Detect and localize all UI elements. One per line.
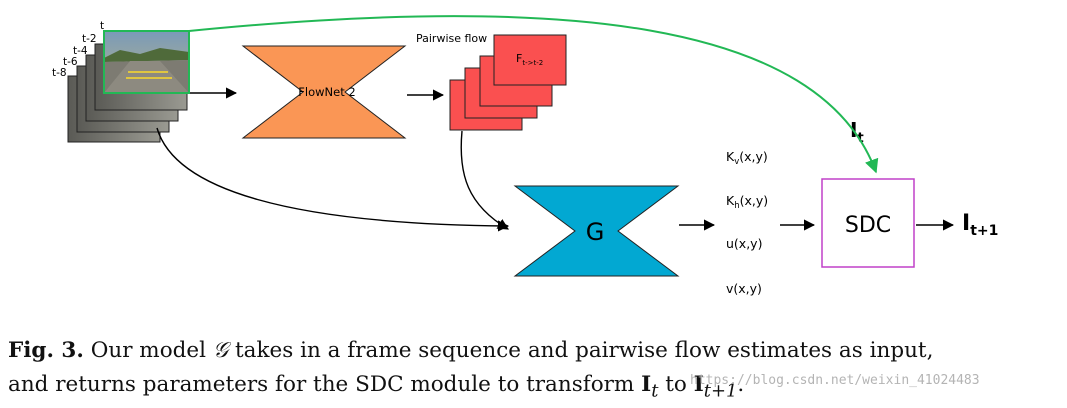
caption-fig-label: Fig. 3. [8,338,84,363]
generator-label: G [586,218,605,246]
frame-label-t-6: t-6 [63,56,78,68]
frame-label-t-8: t-8 [52,67,67,79]
param-v: v(x,y) [726,281,762,296]
figure-caption: Fig. 3. Our model 𝒢 takes in a frame seq… [8,334,1063,408]
pairwise-flow-stack: Pairwise flow Ft->t-2 [416,32,567,131]
caption-text-to: to [658,372,694,397]
arrow-frame-to-sdc-green [188,15,879,174]
caption-sym-it1-sub: t+1 [703,380,738,402]
caption-sym-it-sub: t [651,380,659,402]
frame-label-t-4: t-4 [73,45,88,57]
caption-sym-it1: I [693,372,704,397]
param-kh: Kh(x,y) [726,193,768,211]
flow-map-1 [493,34,567,86]
sdc-box [821,178,915,268]
caption-model-symbol: 𝒢 [212,338,229,363]
flow-map-label: Ft->t-2 [516,52,543,67]
param-kv: Kv(x,y) [726,149,768,167]
frame-stack: t t-2 t-4 t-6 t-8 [52,20,190,143]
caption-text-3: and returns parameters for the SDC modul… [8,372,642,397]
arrows [156,15,955,232]
output-frame-label: It+1 [962,211,998,239]
model-diagram: t t-2 t-4 t-6 t-8 FlowNet 2 Pairwise flo… [52,15,998,296]
flownet-block: FlowNet 2 [241,45,407,139]
arrow-frames-to-g [156,127,510,232]
sdc-parameters: Kv(x,y) Kh(x,y) u(x,y) v(x,y) [726,149,768,296]
param-u: u(x,y) [726,236,762,251]
caption-line-1: Fig. 3. Our model 𝒢 takes in a frame seq… [8,334,1063,368]
generator-shape [513,185,680,277]
arrow-flow-to-g [460,130,509,230]
frame-t [103,30,190,94]
caption-end: . [737,372,745,397]
caption-sym-it: I [641,372,652,397]
generator-block: G [513,185,680,277]
caption-text-1: Our model [83,338,213,363]
frame-label-t-2: t-2 [82,33,97,45]
caption-line-2: and returns parameters for the SDC modul… [8,368,1063,408]
sdc-label: SDC [845,213,891,238]
sdc-module: SDC [821,178,915,268]
watermark: https://blog.csdn.net/weixin_41024483 [690,373,980,388]
pairwise-flow-title: Pairwise flow [416,32,487,45]
flownet-label: FlowNet 2 [298,85,355,99]
frame-label-t: t [100,20,104,32]
flownet-shape [241,45,407,139]
caption-text-2: takes in a frame sequence and pairwise f… [228,338,934,363]
